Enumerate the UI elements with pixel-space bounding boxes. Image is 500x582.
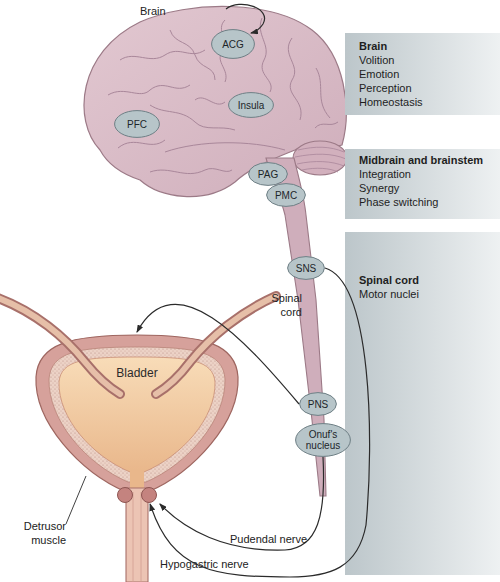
region-label: PNS <box>304 399 333 410</box>
spinal-nucleus: PNS <box>299 392 337 416</box>
gyrus-line <box>120 50 205 60</box>
region-label: PAG <box>254 169 282 180</box>
gyrus-line <box>288 38 301 120</box>
gyrus-line <box>118 140 165 148</box>
brainstem-region: PMC <box>266 183 306 207</box>
brain-region: ACG <box>211 29 255 59</box>
region-ellipse <box>229 93 274 118</box>
gyrus-line <box>195 98 225 104</box>
band-item: Synergy <box>359 181 500 195</box>
folium-line <box>295 154 346 159</box>
gyrus-line <box>150 105 235 130</box>
gyrus-line <box>108 85 190 95</box>
muscle-label: Detrusor muscle <box>12 519 66 547</box>
folium-line <box>297 162 344 166</box>
sphincter <box>118 488 133 503</box>
brain-region: PFC <box>114 110 160 138</box>
region-label: Insula <box>234 100 269 111</box>
region-ellipse <box>249 163 288 186</box>
ureter-wall <box>0 298 120 394</box>
region-ellipse <box>267 184 306 207</box>
ureter-lumen <box>0 298 120 394</box>
folium-line <box>298 147 344 152</box>
band-heading: Spinal cord <box>359 273 500 287</box>
gyrus-line <box>150 169 232 174</box>
spinal-nucleus: SNS <box>287 256 325 280</box>
band-heading: Midbrain and brainstem <box>359 153 500 167</box>
region-label: Onuf's nucleus <box>295 429 351 451</box>
region-label: PFC <box>123 119 151 130</box>
gyrus-line <box>316 68 330 118</box>
bladder-outline <box>30 332 244 504</box>
bladder-wall <box>36 335 238 492</box>
band-item: Homeostasis <box>359 95 500 109</box>
region-ellipse <box>288 257 325 280</box>
ureter-wall <box>156 296 276 394</box>
band-item: Integration <box>359 167 500 181</box>
brainstem-region: PAG <box>248 162 288 186</box>
leader-line <box>66 476 86 524</box>
organ-label: Bladder <box>30 366 244 380</box>
gyrus-line <box>165 143 285 152</box>
region-ellipse <box>300 393 337 416</box>
band-item: Volition <box>359 53 500 67</box>
region-label: PMC <box>271 190 301 201</box>
band-heading: Brain <box>359 39 500 53</box>
nerve-arrow <box>150 268 370 577</box>
urethra <box>126 488 148 582</box>
region-label: ACG <box>218 39 248 50</box>
self-loop-arrow <box>226 4 265 33</box>
nerve-arrow <box>137 304 299 404</box>
brain-outline <box>84 6 346 196</box>
nerve-arrow <box>160 457 324 550</box>
cerebellum <box>293 141 347 175</box>
function-band: BrainVolitionEmotionPerceptionHomeostasi… <box>345 33 500 115</box>
gyrus-line <box>260 18 271 92</box>
region-ellipse <box>115 111 160 138</box>
nerve-label: Hypogastric nerve <box>160 557 249 571</box>
folium-line <box>302 168 338 172</box>
band-item: Motor nuclei <box>359 287 500 301</box>
spinal-nucleus: Onuf's nucleus <box>295 423 351 457</box>
gyrus-line <box>170 30 215 80</box>
organ-title: Brain <box>140 4 180 18</box>
sphincter <box>142 488 157 503</box>
ureter-lumen <box>156 296 276 394</box>
band-item: Perception <box>359 81 500 95</box>
urethra-lumen <box>133 492 141 582</box>
region-ellipse <box>296 424 351 457</box>
bladder-organ: Bladder <box>30 332 244 504</box>
region-ellipse <box>212 30 255 59</box>
brain-region: Insula <box>228 92 274 118</box>
structure-label: Spinal cord <box>264 291 302 319</box>
nerve-label: Pudendal nerve <box>230 532 307 546</box>
band-item: Emotion <box>359 67 500 81</box>
region-label: SNS <box>292 263 321 274</box>
function-band: Midbrain and brainstemIntegrationSynergy… <box>345 149 500 219</box>
band-item: Phase switching <box>359 195 500 209</box>
cerebellum-folia <box>295 147 346 172</box>
gyrus-line <box>315 122 338 128</box>
